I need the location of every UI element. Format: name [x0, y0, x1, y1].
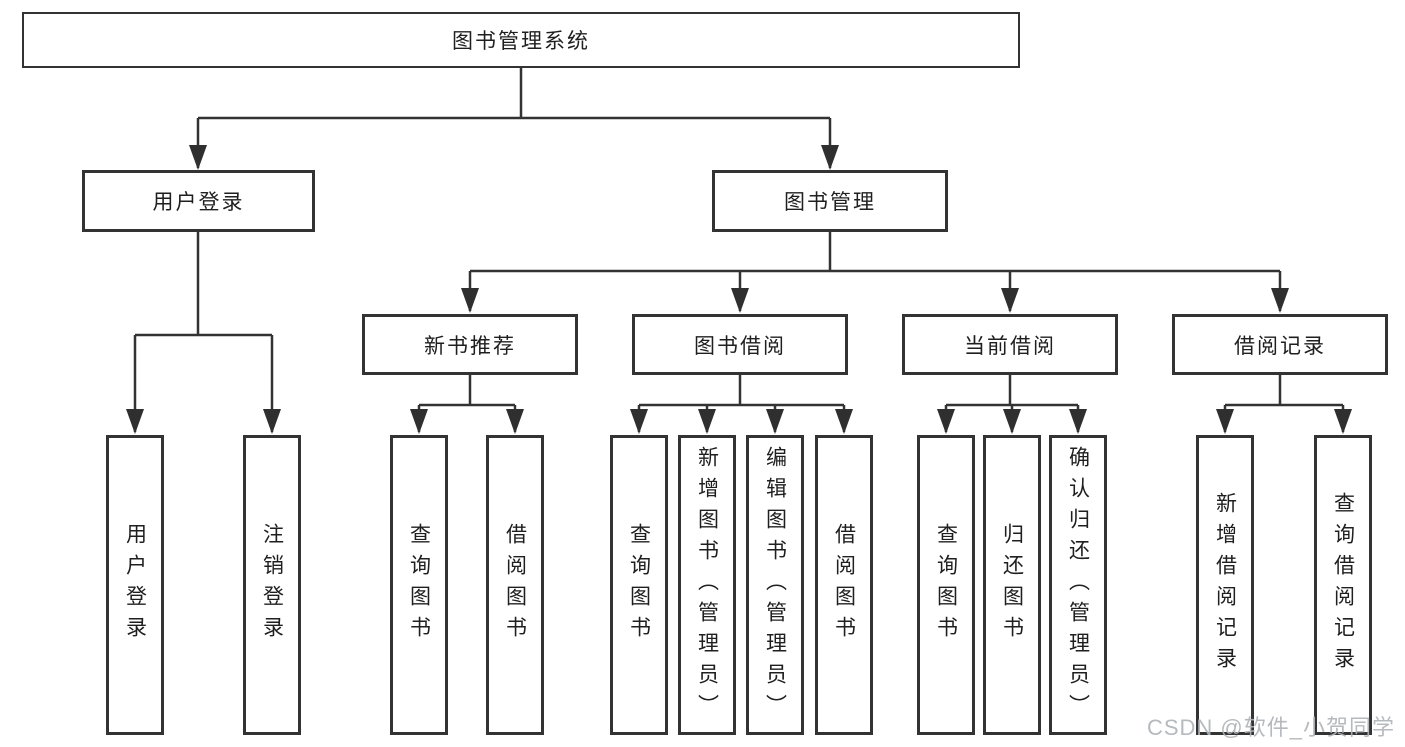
- node-label: 借阅图书: [832, 523, 856, 647]
- node-label: 用户登录: [123, 523, 147, 647]
- node-label: 编辑图书（管理员）: [763, 445, 787, 725]
- node-label: 归还图书: [1000, 523, 1024, 647]
- node-label: 新增图书（管理员）: [695, 445, 719, 725]
- node-label: 查询图书: [407, 523, 431, 647]
- node-current-borrow: 当前借阅: [902, 314, 1118, 375]
- leaf-query-book-borrow: 查询图书: [610, 435, 668, 735]
- node-label: 新书推荐: [424, 334, 516, 358]
- node-book-management: 图书管理: [712, 170, 948, 232]
- leaf-edit-book-admin: 编辑图书（管理员）: [746, 435, 804, 735]
- node-label: 查询图书: [934, 523, 958, 647]
- node-label: 图书借阅: [694, 334, 786, 358]
- leaf-return-book: 归还图书: [983, 435, 1041, 735]
- node-label: 借阅图书: [503, 523, 527, 647]
- leaf-query-borrow-record: 查询借阅记录: [1314, 435, 1372, 735]
- leaf-user-login: 用户登录: [106, 435, 164, 735]
- node-label: 图书管理: [784, 191, 876, 214]
- leaf-confirm-return-admin: 确认归还（管理员）: [1049, 435, 1107, 735]
- leaf-query-book-recommend: 查询图书: [390, 435, 448, 735]
- node-label: 图书管理系统: [452, 30, 590, 53]
- leaf-borrow-book-recommend: 借阅图书: [486, 435, 544, 735]
- node-label: 借阅记录: [1234, 334, 1326, 358]
- node-label: 注销登录: [260, 523, 284, 647]
- node-book-borrow: 图书借阅: [632, 314, 848, 375]
- leaf-add-book-admin: 新增图书（管理员）: [678, 435, 736, 735]
- node-label: 查询图书: [627, 523, 651, 647]
- leaf-add-borrow-record: 新增借阅记录: [1196, 435, 1254, 735]
- node-label: 用户登录: [152, 191, 245, 214]
- csdn-watermark: CSDN @软件_小贺同学: [1146, 715, 1395, 740]
- node-borrow-records: 借阅记录: [1172, 314, 1388, 375]
- leaf-borrow-book: 借阅图书: [815, 435, 873, 735]
- arrowhead-icons: [126, 145, 1352, 434]
- node-label: 新增借阅记录: [1213, 492, 1237, 678]
- node-label: 当前借阅: [964, 334, 1056, 358]
- node-book-management-system: 图书管理系统: [22, 12, 1020, 68]
- node-label: 查询借阅记录: [1331, 492, 1355, 678]
- leaf-query-book-current: 查询图书: [917, 435, 975, 735]
- node-label: 确认归还（管理员）: [1066, 445, 1090, 725]
- node-new-book-recommend: 新书推荐: [362, 314, 578, 375]
- leaf-logout: 注销登录: [243, 435, 301, 735]
- node-user-login: 用户登录: [82, 170, 315, 232]
